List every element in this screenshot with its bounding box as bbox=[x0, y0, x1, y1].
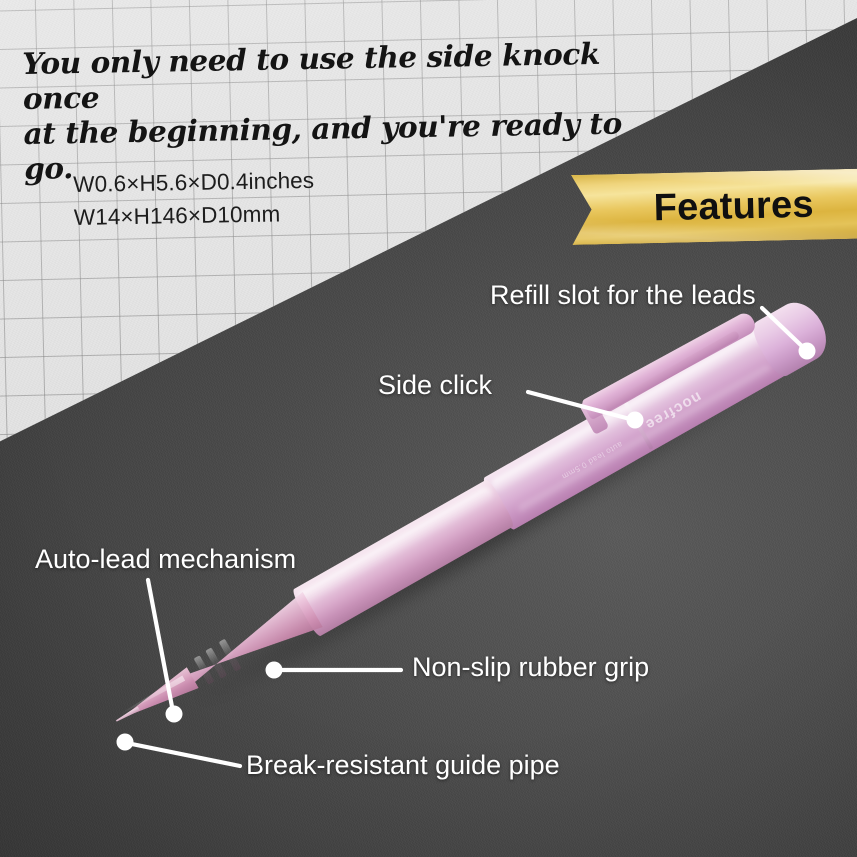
callout-label-rubber-grip: Non-slip rubber grip bbox=[412, 652, 650, 682]
callout-label-auto-lead: Auto-lead mechanism bbox=[35, 544, 297, 574]
callout-label-refill-slot: Refill slot for the leads bbox=[490, 280, 756, 310]
callout-label-side-click: Side click bbox=[378, 370, 493, 400]
features-ribbon-label: Features bbox=[653, 183, 815, 229]
dimensions-block: W0.6×H5.6×D0.4inches W14×H146×D10mm bbox=[73, 164, 315, 234]
dimensions-metric: W14×H146×D10mm bbox=[73, 201, 281, 230]
features-ribbon: Features bbox=[571, 168, 857, 245]
callout-label-guide-pipe: Break-resistant guide pipe bbox=[246, 750, 560, 780]
dimensions-imperial: W0.6×H5.6×D0.4inches bbox=[73, 167, 315, 197]
headline-text: You only need to use the side knock once… bbox=[22, 35, 623, 186]
